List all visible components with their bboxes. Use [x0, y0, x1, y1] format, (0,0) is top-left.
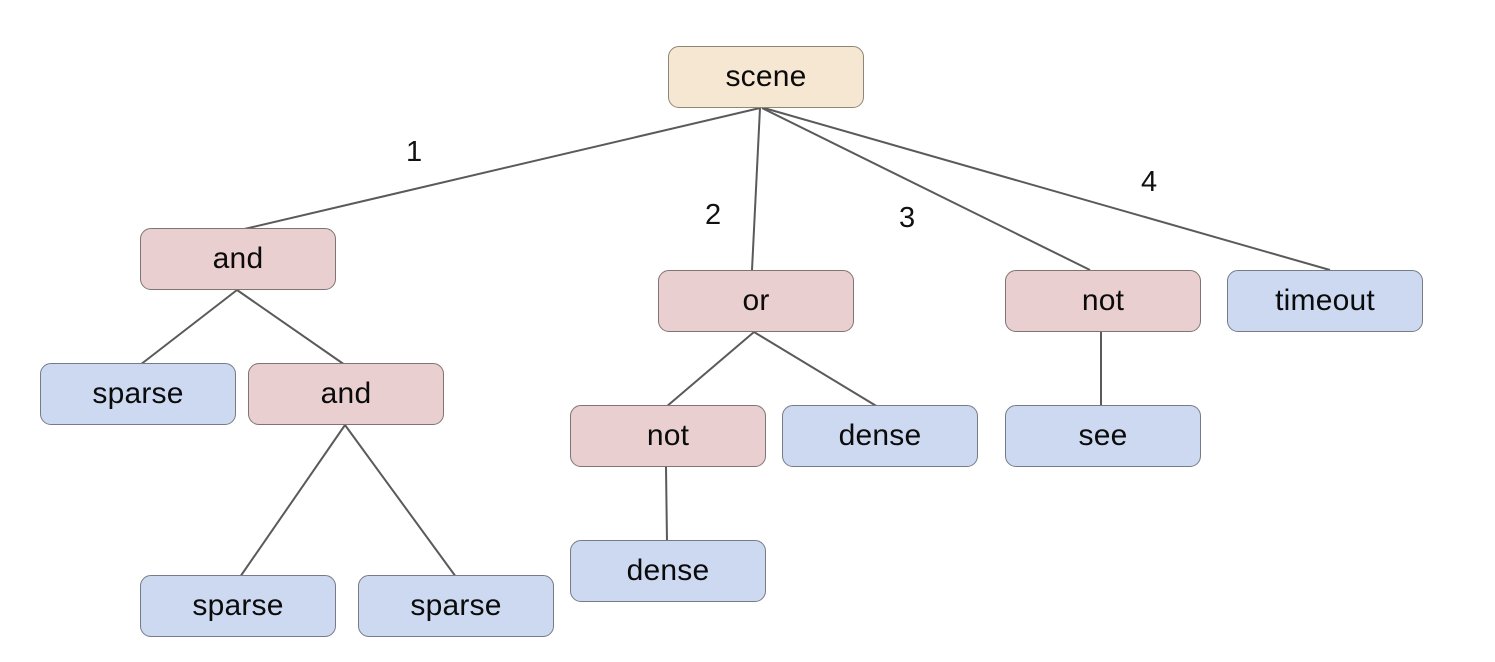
- tree-node-label: timeout: [1275, 284, 1375, 317]
- tree-node-label: and: [320, 377, 372, 410]
- tree-node-scene[interactable]: scene: [668, 46, 864, 108]
- tree-edge: [239, 424, 346, 578]
- tree-node-label: and: [212, 242, 264, 275]
- tree-node-sparse3[interactable]: sparse: [358, 575, 554, 637]
- edge-label-2: 2: [705, 199, 722, 231]
- tree-node-not2[interactable]: not: [1005, 270, 1201, 332]
- edge-label-1: 1: [406, 136, 423, 168]
- tree-edge: [344, 424, 457, 578]
- tree-node-label: or: [742, 284, 770, 317]
- tree-node-label: sparse: [192, 589, 284, 622]
- tree-edge: [753, 331, 879, 408]
- tree-node-or1[interactable]: or: [658, 270, 854, 332]
- edge-label-3: 3: [899, 202, 916, 234]
- tree-node-and1[interactable]: and: [140, 228, 336, 290]
- tree-edge: [665, 466, 668, 543]
- tree-node-label: scene: [725, 60, 807, 93]
- tree-node-sparse2[interactable]: sparse: [140, 575, 336, 637]
- tree-node-label: not: [646, 419, 690, 452]
- tree-node-timeout1[interactable]: timeout: [1227, 270, 1423, 332]
- tree-edge: [763, 107, 1331, 271]
- tree-node-label: dense: [838, 419, 922, 452]
- tree-node-label: see: [1078, 419, 1128, 452]
- tree-edge: [239, 107, 761, 231]
- tree-node-label: sparse: [410, 589, 502, 622]
- tree-edge: [665, 331, 755, 408]
- tree-node-dense2[interactable]: dense: [782, 405, 978, 467]
- tree-edge: [751, 107, 761, 271]
- tree-node-label: not: [1081, 284, 1125, 317]
- tree-edge: [139, 289, 238, 366]
- tree-node-and2[interactable]: and: [248, 363, 444, 425]
- edge-label-4: 4: [1141, 166, 1158, 198]
- tree-node-sparse1[interactable]: sparse: [40, 363, 236, 425]
- tree-node-dense1[interactable]: dense: [570, 540, 766, 602]
- tree-node-not1[interactable]: not: [570, 405, 766, 467]
- tree-node-label: dense: [626, 554, 710, 587]
- tree-node-see1[interactable]: see: [1005, 405, 1201, 467]
- tree-node-label: sparse: [92, 377, 184, 410]
- tree-edge: [761, 107, 1091, 271]
- tree-edge: [236, 289, 346, 366]
